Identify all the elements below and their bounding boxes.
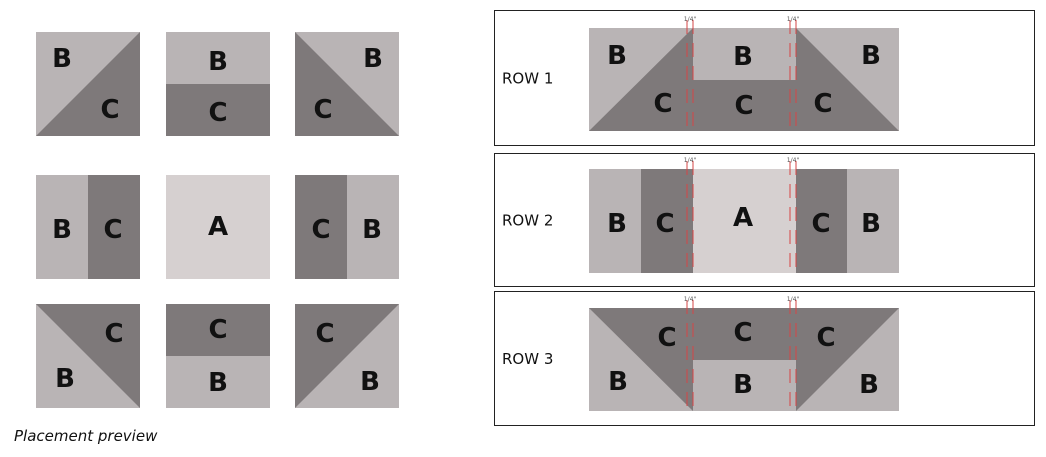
row-piece-a — [693, 169, 796, 273]
grid-block-7: CB — [36, 304, 140, 408]
row-letter: B — [607, 209, 627, 239]
block-letter: B — [208, 368, 228, 398]
grid-block-3: BC — [295, 32, 399, 136]
block-letter: B — [360, 367, 380, 397]
seam-allowance-label: 1/4" — [787, 16, 800, 23]
row-label: ROW 3 — [502, 350, 553, 368]
seam-allowance-label: 1/4" — [684, 16, 697, 23]
row-letter: B — [733, 370, 753, 400]
block-piece-c — [88, 175, 140, 279]
block-piece-b — [36, 175, 88, 279]
row-piece-b — [589, 169, 641, 273]
block-piece-c — [166, 304, 270, 356]
block-piece-b — [347, 175, 399, 279]
block-piece-c — [295, 175, 347, 279]
block-piece-c — [295, 32, 399, 136]
block-letter: C — [208, 315, 227, 345]
block-letter: B — [363, 44, 383, 74]
block-letter: C — [311, 215, 330, 245]
grid-block-9: CB — [295, 304, 399, 408]
row-letter: B — [607, 41, 627, 71]
block-letter: B — [52, 215, 72, 245]
block-piece-c — [36, 304, 140, 408]
row-letter: B — [861, 209, 881, 239]
row-letter: C — [816, 323, 835, 353]
row-letter: A — [733, 203, 753, 233]
row-letter: C — [653, 89, 672, 119]
placement-preview-caption: Placement preview — [14, 427, 158, 445]
row-band-c — [589, 308, 899, 411]
seam-allowance-label: 1/4" — [787, 296, 800, 303]
seam-allowance-label: 1/4" — [684, 157, 697, 164]
row-letter: B — [733, 42, 753, 72]
seam-allowance-label: 1/4" — [684, 296, 697, 303]
block-letter: C — [315, 319, 334, 349]
row-letter: C — [734, 91, 753, 121]
row-letter: B — [859, 370, 879, 400]
row-piece-c — [641, 169, 693, 273]
row-letter: B — [608, 367, 628, 397]
block-piece-a — [166, 175, 270, 279]
block-piece-c — [166, 84, 270, 136]
grid-block-5: A — [166, 175, 270, 279]
block-letter: C — [208, 98, 227, 128]
block-piece-b — [166, 32, 270, 84]
block-piece-b — [166, 356, 270, 408]
block-piece-c — [36, 32, 140, 136]
row-label: ROW 1 — [502, 70, 553, 88]
row-letter: B — [861, 41, 881, 71]
row-letter: C — [813, 89, 832, 119]
grid-block-1: BC — [36, 32, 140, 136]
grid-block-8: CB — [166, 304, 270, 408]
block-letter: C — [104, 319, 123, 349]
block-letter: B — [55, 364, 75, 394]
row-piece-c — [796, 169, 847, 273]
row-piece-b — [847, 169, 899, 273]
grid-block-2: BC — [166, 32, 270, 136]
row-letter: C — [811, 209, 830, 239]
row-letter: C — [655, 209, 674, 239]
row-band-c — [589, 28, 899, 131]
block-letter: C — [103, 215, 122, 245]
block-letter: B — [52, 44, 72, 74]
row-label: ROW 2 — [502, 212, 553, 230]
block-letter: C — [100, 95, 119, 125]
block-letter: A — [208, 212, 228, 242]
row-letter: C — [657, 323, 676, 353]
block-piece-c — [295, 304, 399, 408]
block-letter: B — [362, 215, 382, 245]
block-letter: B — [208, 47, 228, 77]
seam-allowance-label: 1/4" — [787, 157, 800, 164]
block-letter: C — [313, 95, 332, 125]
row-letter: C — [733, 318, 752, 348]
